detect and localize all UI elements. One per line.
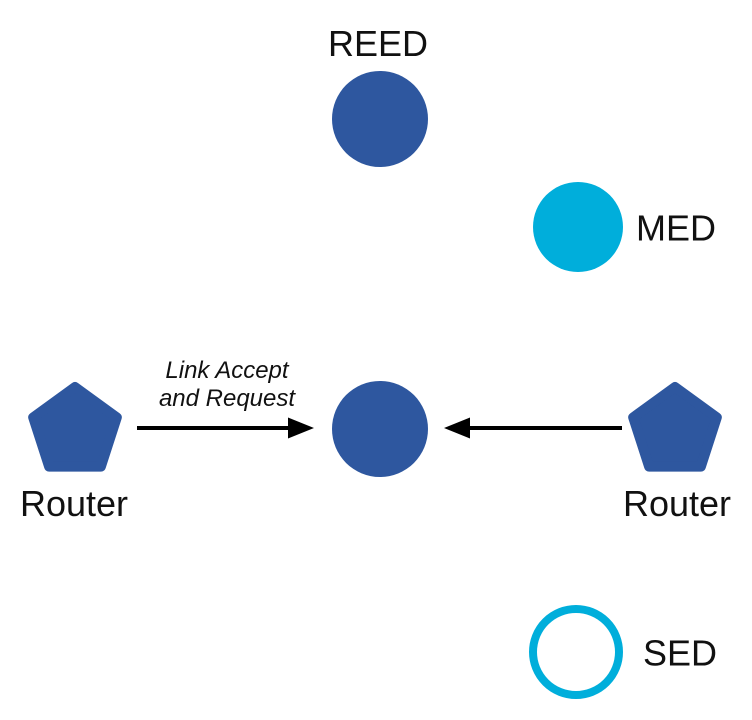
reed-node-label: REED [327,23,429,64]
router-right-label: Router [622,483,732,524]
arrow-left-head-icon [288,417,314,439]
arrow-right-head-icon [444,417,470,439]
router-right-pentagon-icon [628,382,722,472]
sed-node-circle [529,605,623,699]
med-node-label: MED [636,207,716,249]
router-left-label: Router [19,483,129,524]
reed-node-circle [332,71,428,167]
router-left-pentagon-icon [28,382,122,472]
edge-label-line2: and Request [158,385,296,412]
edge-label-link-accept-request: Link Accept and Request [159,357,295,413]
center-node-circle [332,381,428,477]
arrow-right-router-to-center [444,417,622,439]
med-node-circle [533,182,623,272]
arrow-left-router-to-center [137,417,314,439]
sed-node-label: SED [643,632,718,674]
edge-label-line1: Link Accept [165,357,289,384]
